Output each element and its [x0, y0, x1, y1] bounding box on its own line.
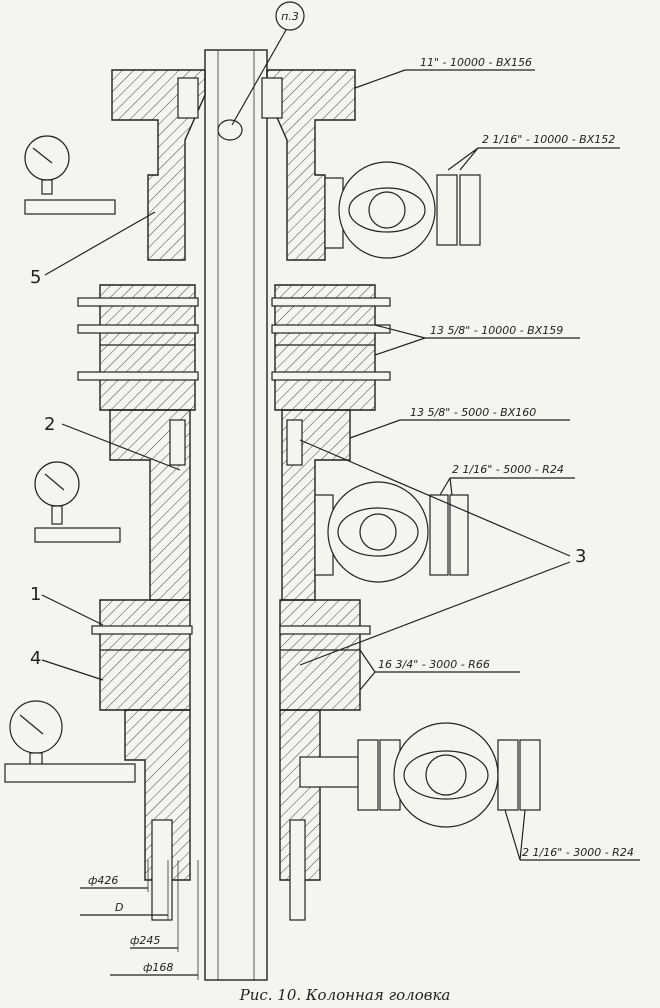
- item-number-1: 1: [30, 584, 41, 605]
- item-number-5: 5: [30, 267, 41, 288]
- item-number-2: 2: [44, 414, 55, 435]
- leader-lines: [41, 69, 640, 861]
- flange-2-label: 13 5/8" - 5000 - BX160: [410, 406, 536, 419]
- lower-spool: [91, 599, 371, 921]
- item-number-3: 3: [575, 546, 586, 567]
- flange-1-label: 13 5/8" - 10000 - BX159: [430, 324, 563, 337]
- dim-168: ф168: [143, 961, 173, 974]
- valve-lower: [299, 722, 541, 828]
- lower-flange-label: 16 3/4" - 3000 - R66: [378, 658, 490, 671]
- diameter-dimensions: [80, 860, 199, 980]
- gauge-upper: [24, 135, 116, 215]
- dim-426: ф426: [88, 874, 118, 887]
- upper-flange-stack: [77, 284, 391, 411]
- dim-245: ф245: [130, 934, 160, 947]
- figure-caption: Рис. 10. Колонная головка: [239, 986, 451, 1004]
- valve-middle: [314, 481, 469, 583]
- top-spool: [111, 69, 356, 261]
- gauge-middle: [34, 461, 121, 543]
- item-number-4: 4: [30, 648, 41, 669]
- lower-valve-label: 2 1/16" - 3000 - R24: [522, 846, 634, 859]
- detail-callout: п.3: [217, 1, 305, 141]
- middle-spool: [109, 409, 351, 601]
- mid-valve-label: 2 1/16" - 5000 - R24: [452, 463, 564, 476]
- upper-valve-label: 2 1/16" - 10000 - BX152: [482, 133, 615, 146]
- detail-label: п.3: [281, 10, 299, 23]
- valve-upper: [324, 161, 481, 259]
- gauge-lower: [4, 700, 136, 783]
- dim-d: D: [115, 901, 123, 914]
- top-flange-label: 11" - 10000 - BX156: [420, 56, 532, 69]
- central-pipe: [204, 49, 268, 981]
